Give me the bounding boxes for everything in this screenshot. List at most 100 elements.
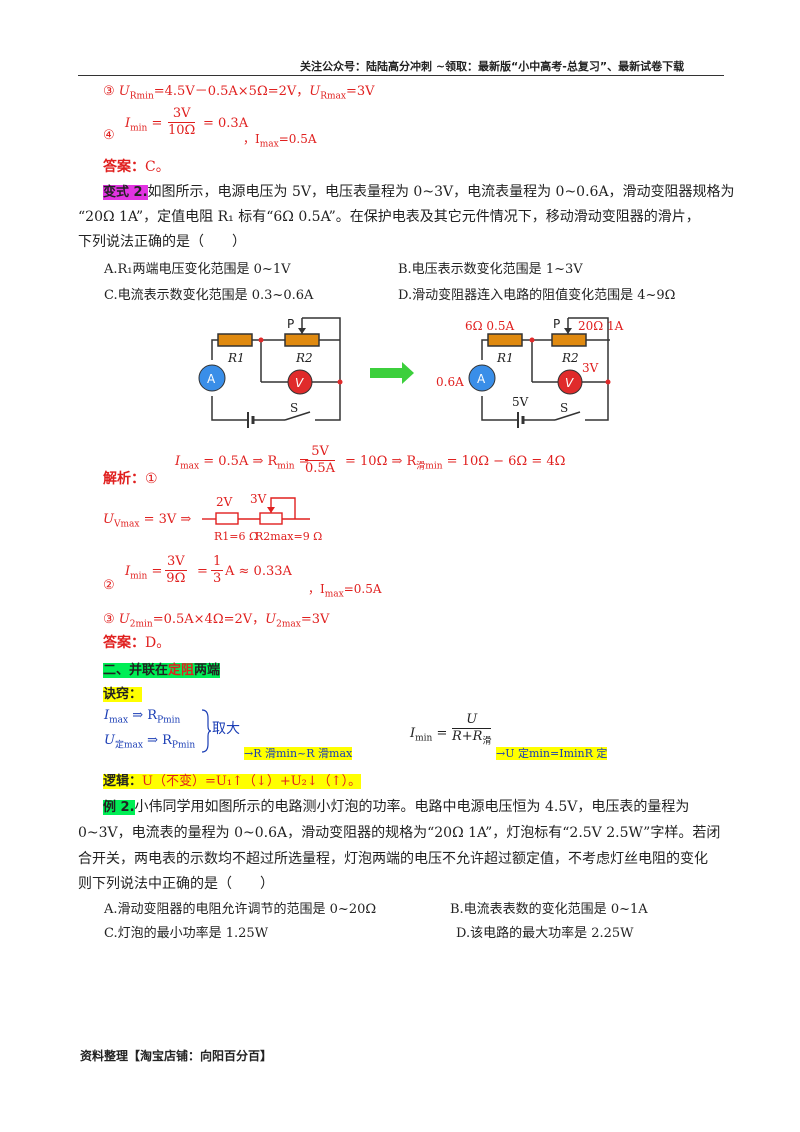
sub: max bbox=[180, 461, 200, 472]
ammeter-label: A bbox=[477, 372, 486, 386]
sub: max bbox=[324, 589, 344, 600]
example-2-line-2: 0~3V，电流表的量程为 0~0.6A，滑动变阻器的规格为“20Ω 1A”，灯泡… bbox=[78, 825, 721, 841]
text: = 0.5A ⇒ R bbox=[199, 454, 278, 469]
r1-rating: 6Ω 0.5A bbox=[465, 319, 514, 333]
variant-tag: 变式 2. bbox=[103, 185, 148, 200]
r2-label: R2 bbox=[295, 351, 313, 365]
text: =0.5A×4Ω=2V， bbox=[152, 612, 266, 627]
sub: 定max bbox=[114, 740, 143, 751]
option-b: B.电压表示数变化范围是 1~3V bbox=[398, 262, 583, 277]
step-number: ④ bbox=[103, 128, 115, 143]
var: U bbox=[118, 612, 130, 627]
segment-voltage-2: 3V bbox=[250, 492, 267, 506]
logic-row: 逻辑：U（不变）=U₁↑（↓）+U₂↓（↑）。 bbox=[103, 770, 362, 789]
switch-label: S bbox=[560, 401, 568, 415]
denominator: R+R bbox=[452, 729, 483, 744]
sub: max bbox=[259, 139, 279, 150]
arrow-text: →R 滑min~R 滑max bbox=[244, 747, 353, 760]
section-2-title: 二、并联在定阻两端 bbox=[103, 659, 221, 678]
voltmeter-label: V bbox=[565, 376, 574, 390]
logic-text: U（不变）=U₁↑（↓）+U₂↓（↑）。 bbox=[142, 774, 362, 789]
example-tag: 例 2. bbox=[103, 800, 135, 815]
text: =3V bbox=[346, 84, 375, 99]
source-voltage: 5V bbox=[512, 395, 529, 409]
text: = 3V ⇒ bbox=[139, 512, 192, 527]
result-arrow-1: →R 滑min~R 滑max bbox=[244, 745, 353, 761]
title-highlight: 定阻 bbox=[168, 663, 195, 678]
transform-arrow-icon bbox=[370, 362, 414, 384]
denominator: 10Ω bbox=[168, 123, 196, 138]
option-a: A.R₁两端电压变化范围是 0~1V bbox=[104, 262, 291, 277]
trick-label: 诀窍： bbox=[103, 683, 143, 702]
segment-r1: R1=6 Ω bbox=[214, 530, 258, 542]
var: I bbox=[175, 454, 181, 469]
step-number: ③ bbox=[103, 612, 119, 627]
option-c: C.灯泡的最小功率是 1.25W bbox=[104, 926, 269, 941]
segment-voltage-1: 2V bbox=[216, 495, 233, 509]
left-circuit bbox=[211, 317, 341, 428]
result: = 0.3A bbox=[203, 116, 249, 131]
numerator: 5V bbox=[305, 444, 336, 461]
voltmeter-icon bbox=[287, 369, 313, 395]
text: ⇒ R bbox=[128, 708, 158, 723]
variant-2-line-2: “20Ω 1A”，定值电阻 R₁ 标有“6Ω 0.5A”。在保护电表及其它元件情… bbox=[78, 209, 700, 225]
option-d: D.该电路的最大功率是 2.25W bbox=[456, 926, 634, 941]
ammeter-label: A bbox=[207, 372, 216, 386]
r1-label: R1 bbox=[227, 351, 245, 365]
answer-label: 答案： bbox=[103, 635, 145, 651]
text: = 10Ω − 6Ω = 4Ω bbox=[442, 454, 566, 469]
trick-line-1: Imax ⇒ RPmin bbox=[104, 708, 180, 726]
example-2-line-4: 则下列说法中正确的是（ ） bbox=[78, 876, 274, 892]
analysis-label: 解析： bbox=[103, 471, 145, 487]
switch-label: S bbox=[290, 401, 298, 415]
segment-r2: R2max=9 Ω bbox=[255, 530, 322, 542]
junction-dot bbox=[337, 379, 343, 385]
slider-arrow-icon bbox=[267, 507, 275, 513]
analysis-step-3: ③ U2min=0.5A×4Ω=2V，U2max=3V bbox=[103, 608, 329, 630]
slider-label: P bbox=[553, 317, 560, 331]
option-a: A.滑动变阻器的电阻允许调节的范围是 0~20Ω bbox=[104, 902, 377, 917]
result-arrow-2: →U 定min=IminR 定 bbox=[496, 745, 608, 761]
text: ⇒ R bbox=[142, 733, 172, 748]
slider-arrow-icon bbox=[298, 328, 306, 334]
ammeter-icon bbox=[198, 364, 226, 392]
var: U bbox=[104, 733, 115, 748]
text: =4.5V－0.5A×5Ω=2V， bbox=[153, 84, 310, 99]
sub: Rmin bbox=[129, 91, 154, 102]
text: 小伟同学用如图所示的电路测小灯泡的功率。电路中电源电压恒为 4.5V，电压表的量… bbox=[134, 799, 690, 815]
brace-icon bbox=[201, 709, 212, 753]
answer-1: 答案：C。 bbox=[103, 156, 170, 176]
var: I bbox=[104, 708, 110, 723]
example-2-line-1: 例 2.小伟同学用如图所示的电路测小灯泡的功率。电路中电源电压恒为 4.5V，电… bbox=[103, 796, 689, 816]
r2-label: R2 bbox=[561, 351, 579, 365]
step-number: ② bbox=[103, 578, 115, 593]
sub: Rmax bbox=[320, 91, 347, 102]
denominator: 0.5A bbox=[305, 461, 336, 476]
var: U bbox=[103, 512, 114, 527]
var: U bbox=[309, 84, 321, 99]
option-c: C.电流表示数变化范围是 0.3~0.6A bbox=[104, 288, 314, 303]
example-2-line-3: 合开关，两电表的示数均不超过所选量程，灯泡两端的电压不允许超过额定值，不考虑灯丝… bbox=[78, 851, 708, 867]
title-part: 二、并联在 bbox=[103, 663, 169, 678]
var: I bbox=[125, 116, 131, 131]
option-b: B.电流表表数的变化范围是 0~1A bbox=[450, 902, 648, 917]
var: I bbox=[410, 726, 416, 741]
take-larger: 取大 bbox=[212, 721, 240, 737]
sub: 滑 bbox=[482, 736, 492, 747]
text: = 10Ω ⇒ R bbox=[345, 454, 417, 469]
sub: Pmin bbox=[157, 715, 181, 726]
page-header: 关注公众号：陆陆高分冲刺 ~领取：最新版“小中高考-总复习”、最新试卷下载 bbox=[300, 60, 685, 73]
voltmeter-icon bbox=[557, 369, 583, 395]
arrow-text: →U 定min=IminR 定 bbox=[496, 747, 608, 760]
solution-step-3: ③ URmin=4.5V－0.5A×5Ω=2V，URmax=3V bbox=[103, 80, 375, 102]
text: 如图所示，电源电压为 5V，电压表量程为 0~3V，电流表量程为 0~0.6A，… bbox=[147, 184, 735, 200]
voltmeter-rating: 3V bbox=[582, 361, 599, 375]
text: ，I bbox=[243, 132, 260, 146]
var: I bbox=[125, 564, 131, 579]
